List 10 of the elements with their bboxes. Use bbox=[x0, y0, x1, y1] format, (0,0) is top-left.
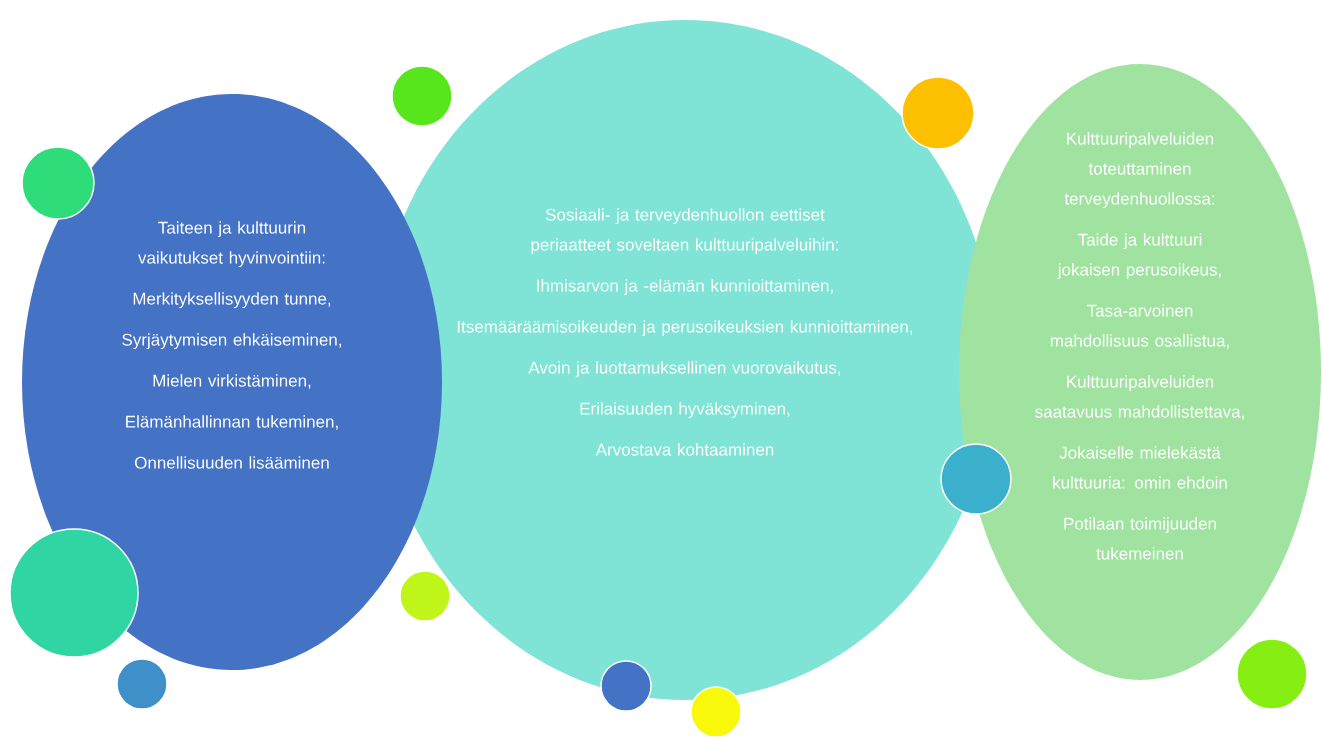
circle bbox=[116, 658, 168, 710]
circle bbox=[600, 660, 652, 712]
circle bbox=[1236, 638, 1308, 710]
circle bbox=[391, 65, 453, 127]
circle bbox=[21, 146, 95, 220]
circle bbox=[9, 528, 139, 658]
circle bbox=[901, 76, 975, 150]
circle bbox=[399, 570, 451, 622]
circle bbox=[940, 443, 1012, 515]
circle bbox=[690, 686, 742, 738]
